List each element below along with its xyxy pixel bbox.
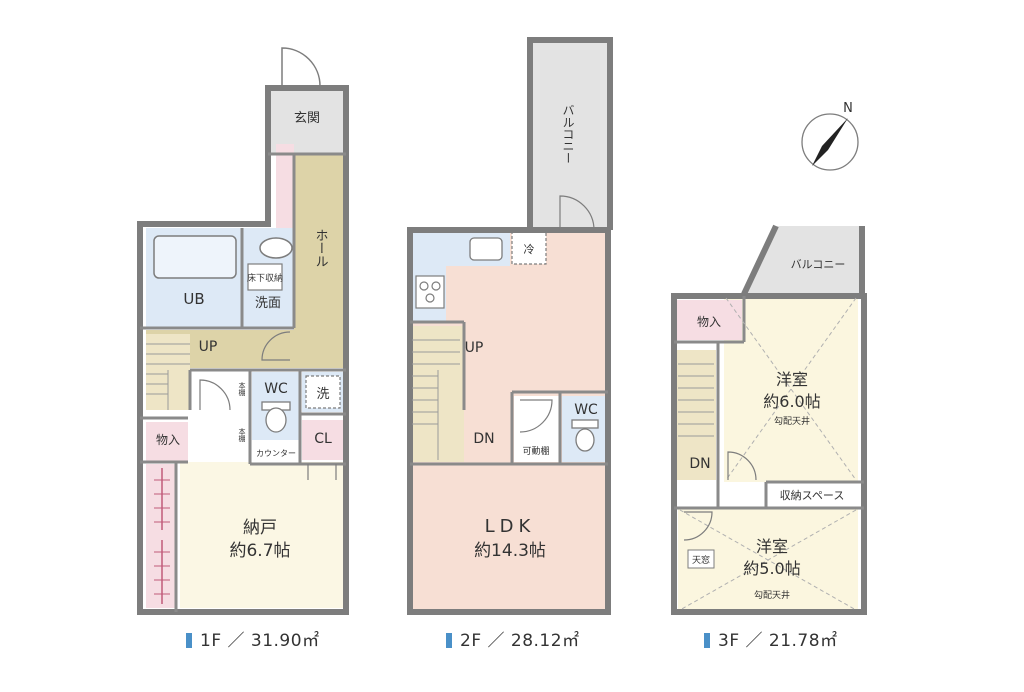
outer-wall-2f (407, 227, 611, 615)
door-swing-room1 (727, 451, 757, 481)
storage-under-box (247, 263, 283, 291)
washer-box (305, 375, 341, 409)
label-storeroom-size: 約6.7帖 (229, 541, 290, 561)
door-swing-wc-2f (519, 399, 553, 433)
label-western2-size: 約5.0帖 (743, 559, 800, 578)
storage-strip (146, 464, 176, 608)
label-balcony-2f: バルコニー (561, 104, 575, 164)
shelves-area (234, 372, 250, 462)
toilet-bowl-2f (575, 428, 595, 452)
balcony-wall-2f (527, 37, 613, 230)
compass-needle-icon (812, 118, 848, 166)
toilet-bowl-1f (265, 407, 287, 433)
label-hall: ホール (313, 229, 328, 268)
label-closet-1f: 物入 (156, 433, 180, 447)
label-shelf-1: 本棚 (238, 381, 246, 397)
entrance-area (268, 88, 346, 154)
caption-1f: 1F ／ 31.90㎡ (186, 626, 320, 651)
caption-marker-1f (186, 633, 192, 648)
label-ldk-size: 約14.3帖 (474, 541, 546, 561)
toilet-tank-2f (571, 419, 599, 429)
north-compass: N (801, 101, 859, 171)
outer-wall-1f (137, 85, 349, 615)
door-swing-room2 (683, 511, 713, 541)
balcony-3f (744, 226, 862, 294)
label-washroom: 洗面 (255, 296, 281, 311)
label-western1-note: 勾配天井 (774, 415, 810, 427)
label-ub: UB (183, 290, 204, 308)
storeroom-area (180, 462, 346, 608)
label-movable-shelf: 可動棚 (522, 445, 549, 457)
kitchen-sink (469, 237, 503, 261)
door-swing-balcony-2f (559, 195, 595, 231)
label-western1-size: 約6.0帖 (763, 392, 820, 411)
label-balcony-3f-1: バルコニー (791, 258, 846, 271)
storage-space-3f (768, 484, 858, 506)
balcony-2f (530, 40, 610, 230)
caption-2f-text: 2F ／ 28.12㎡ (460, 631, 580, 651)
bathtub (153, 235, 237, 279)
label-ldk-name: LDK (485, 516, 536, 537)
shelf-area-2f (514, 396, 560, 462)
closet-1f (146, 422, 188, 462)
label-storeroom-name: 納戸 (243, 518, 277, 538)
skylight-box (687, 549, 715, 569)
label-up-2f: UP (465, 340, 484, 356)
label-laundry: 洗 (316, 387, 329, 402)
label-dn-2f: DN (473, 431, 494, 447)
label-western2-note: 勾配天井 (754, 589, 790, 601)
door-swing-hall (261, 331, 291, 361)
label-western2-name: 洋室 (756, 537, 788, 556)
caption-3f-text: 3F ／ 21.78㎡ (718, 631, 838, 651)
caption-1f-text: 1F ／ 31.90㎡ (200, 631, 320, 651)
caption-marker-3f (704, 633, 710, 648)
label-wc-1f: WC (264, 381, 288, 397)
floor-plan-1f: 玄関 ホール UB 床下収納 洗面 UP WC 洗 本棚 本棚 カウンター 物入… (137, 47, 349, 615)
balcony-wall-3f (741, 224, 865, 296)
floor-plan-2f: バルコニー 冷 UP DN WC 可動棚 LDK 約14.3帖 (407, 37, 613, 615)
label-storage-under: 床下収納 (247, 272, 283, 284)
stove-burners (415, 275, 445, 309)
label-dn-3f: DN (689, 456, 710, 472)
label-fridge: 冷 (524, 243, 535, 256)
door-swing-storeroom (199, 379, 231, 411)
label-storage-space: 収納スペース (780, 489, 845, 502)
label-up-1f: UP (199, 339, 218, 355)
label-western1-name: 洋室 (776, 370, 808, 389)
caption-2f: 2F ／ 28.12㎡ (446, 626, 580, 651)
label-wc-2f: WC (574, 402, 598, 418)
cl-area (302, 420, 346, 460)
floor-plan-3f: バルコニー 物入 DN 洋室 約6.0帖 勾配天井 収納スペース 天窓 洋室 約… (671, 224, 867, 615)
label-shelf-2: 本棚 (238, 427, 246, 443)
label-entrance: 玄関 (294, 111, 320, 126)
door-strip-1f (276, 144, 294, 228)
label-cl: CL (314, 431, 332, 447)
compass-north-label: N (843, 101, 853, 116)
fridge-box (511, 231, 547, 265)
label-skylight: 天窓 (692, 554, 710, 566)
counter-area (252, 440, 300, 464)
label-closet-3f: 物入 (697, 315, 721, 329)
closet-3f (676, 300, 742, 340)
compass-ring (801, 113, 859, 171)
stairs-3f (676, 350, 716, 480)
entrance-door (281, 47, 321, 87)
caption-marker-2f (446, 633, 452, 648)
label-counter: カウンター (256, 449, 296, 458)
door-swing-cl (307, 464, 337, 480)
washbasin (259, 237, 293, 259)
caption-3f: 3F ／ 21.78㎡ (704, 626, 838, 651)
